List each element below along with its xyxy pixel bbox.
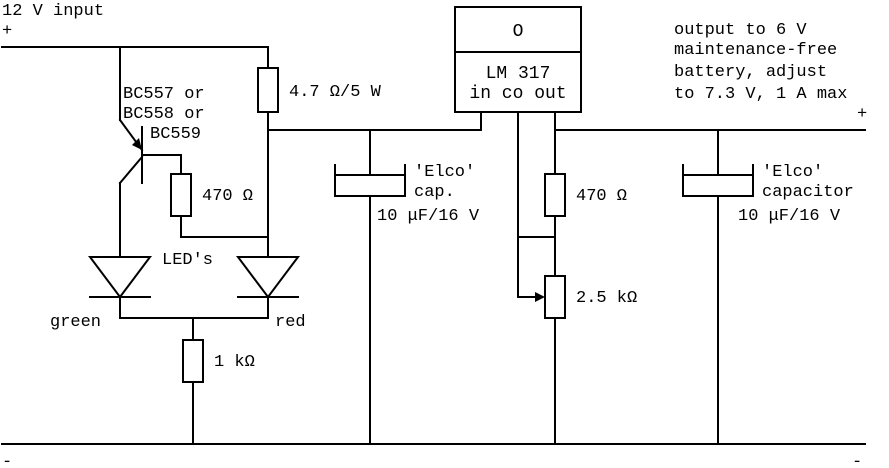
label-r-led: 1 kΩ <box>214 353 255 372</box>
label-transistor-1: BC557 or <box>123 85 205 104</box>
label-cap2-1: 'Elco' <box>762 163 823 182</box>
label-minus-left: - <box>2 453 12 468</box>
label-cap1-1: 'Elco' <box>414 163 475 182</box>
label-output-4: to 7.3 V, 1 A max <box>674 85 847 104</box>
label-led-red: red <box>275 313 306 332</box>
label-regulator-pins: in co out <box>469 84 566 104</box>
led-green <box>88 256 152 299</box>
potentiometer <box>544 275 566 319</box>
resistor-led <box>182 339 204 383</box>
label-output-1: output to 6 V <box>674 21 807 40</box>
transistor-collector <box>118 155 144 185</box>
resistor-sense <box>257 67 279 113</box>
label-cap1-2: cap. <box>414 183 455 202</box>
label-output-2: maintenance-free <box>674 41 837 60</box>
label-cap2-3: 10 μF/16 V <box>738 207 841 226</box>
label-regulator-name: LM 317 <box>486 64 551 84</box>
label-regulator-top: O <box>513 22 524 42</box>
label-r-sense: 4.7 Ω/5 W <box>289 83 382 102</box>
label-r-adj: 470 Ω <box>576 187 627 206</box>
label-pot: 2.5 kΩ <box>576 289 637 308</box>
label-r-base: 470 Ω <box>202 187 253 206</box>
label-input-plus: + <box>2 22 12 41</box>
label-input: 12 V input <box>2 2 104 21</box>
label-cap2-2: capacitor <box>762 183 854 202</box>
label-leds: LED's <box>162 251 213 270</box>
label-minus-right: - <box>852 453 862 468</box>
transistor-emitter-arrow <box>132 138 142 150</box>
label-transistor-3: BC559 <box>150 125 201 144</box>
resistor-adjust <box>544 173 566 217</box>
label-led-green: green <box>50 313 101 332</box>
label-output-3: battery, adjust <box>674 63 827 82</box>
cap2-plate-bottom <box>682 164 754 197</box>
led-red <box>236 256 300 299</box>
cap1-plate-bottom <box>334 164 406 197</box>
label-cap1-3: 10 μF/16 V <box>377 207 480 226</box>
label-transistor-2: BC558 or <box>123 105 205 124</box>
regulator-lm317 <box>454 6 582 113</box>
resistor-base <box>170 173 192 217</box>
pot-wiper-arrow <box>535 292 545 302</box>
label-output-plus: + <box>857 105 867 124</box>
